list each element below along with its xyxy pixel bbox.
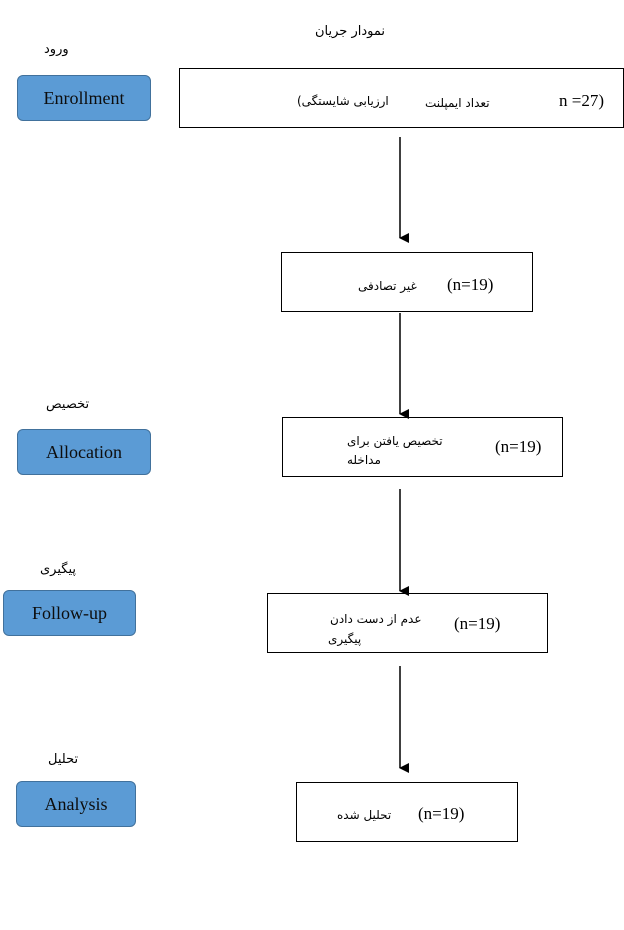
enrollment-box [179, 68, 624, 128]
allocation-n: (n=19) [495, 437, 542, 456]
enrollment-label-eligibility: ارزیابی شایستگی) [297, 94, 389, 108]
nonrandom-box [281, 252, 533, 312]
analysis-label: تحلیل شده [337, 808, 392, 822]
enrollment-n: n =27) [559, 91, 604, 110]
stage-label-allocation-fa: تخصیص [46, 397, 90, 412]
followup-label-1: عدم از دست دادن [330, 612, 422, 626]
stage-label-enrollment-fa: ورود [44, 42, 69, 57]
analysis-box [296, 782, 518, 842]
stage-enrollment: Enrollment [17, 75, 151, 121]
allocation-label-1: تخصیص یافتن برای [347, 434, 443, 448]
followup-n: (n=19) [454, 614, 501, 633]
allocation-box [282, 417, 563, 477]
nonrandom-n: (n=19) [447, 275, 494, 294]
nonrandom-label: غیر تصادفی [358, 279, 417, 293]
stage-label-analysis-fa: تحلیل [48, 752, 79, 767]
allocation-label-2: مداخله [347, 453, 381, 467]
stage-allocation: Allocation [17, 429, 151, 475]
diagram-title: نمودار جریان [315, 24, 385, 39]
analysis-n: (n=19) [418, 804, 465, 823]
followup-box [267, 593, 548, 653]
followup-label-2: پیگیری [328, 632, 362, 646]
enrollment-label-count: تعداد ایمپلنت [425, 96, 490, 110]
stage-followup: Follow-up [3, 590, 136, 636]
stage-analysis: Analysis [16, 781, 136, 827]
stage-label-followup-fa: پیگیری [40, 562, 76, 577]
